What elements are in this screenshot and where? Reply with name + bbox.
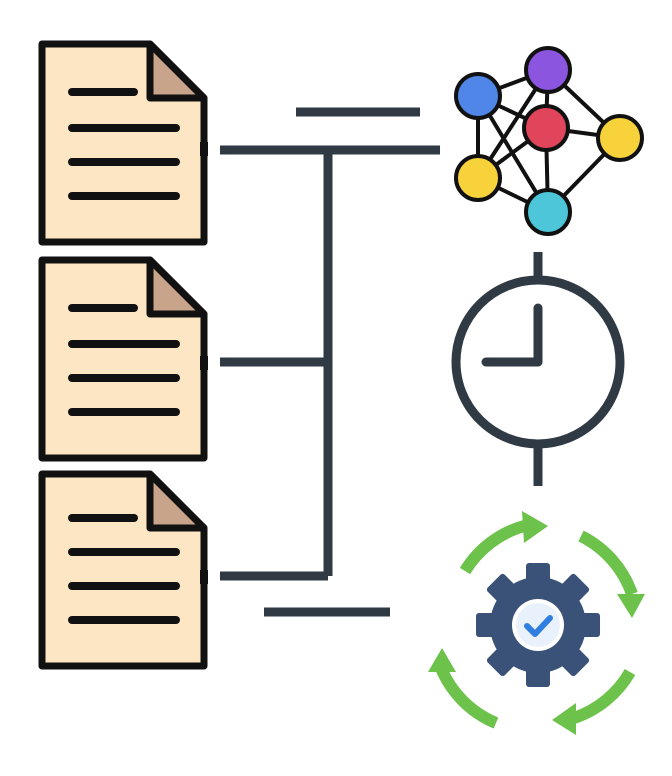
document-icon <box>38 470 208 670</box>
gear-cycle-check-icon <box>428 511 645 735</box>
gear-icon <box>476 563 600 687</box>
network-node-purple <box>524 46 572 94</box>
document-icon <box>38 256 208 462</box>
document-icon <box>38 40 208 246</box>
network-node-yellow-right <box>596 114 644 162</box>
cycle-arrows-icon <box>435 520 638 729</box>
clock-icon <box>451 275 625 449</box>
neural-network-icon <box>454 46 644 236</box>
network-node-yellow-left <box>454 154 502 202</box>
check-icon <box>524 615 553 637</box>
network-node-red <box>522 104 570 152</box>
network-node-blue <box>454 72 502 120</box>
connector-lines <box>220 107 543 617</box>
network-node-cyan <box>524 188 572 236</box>
